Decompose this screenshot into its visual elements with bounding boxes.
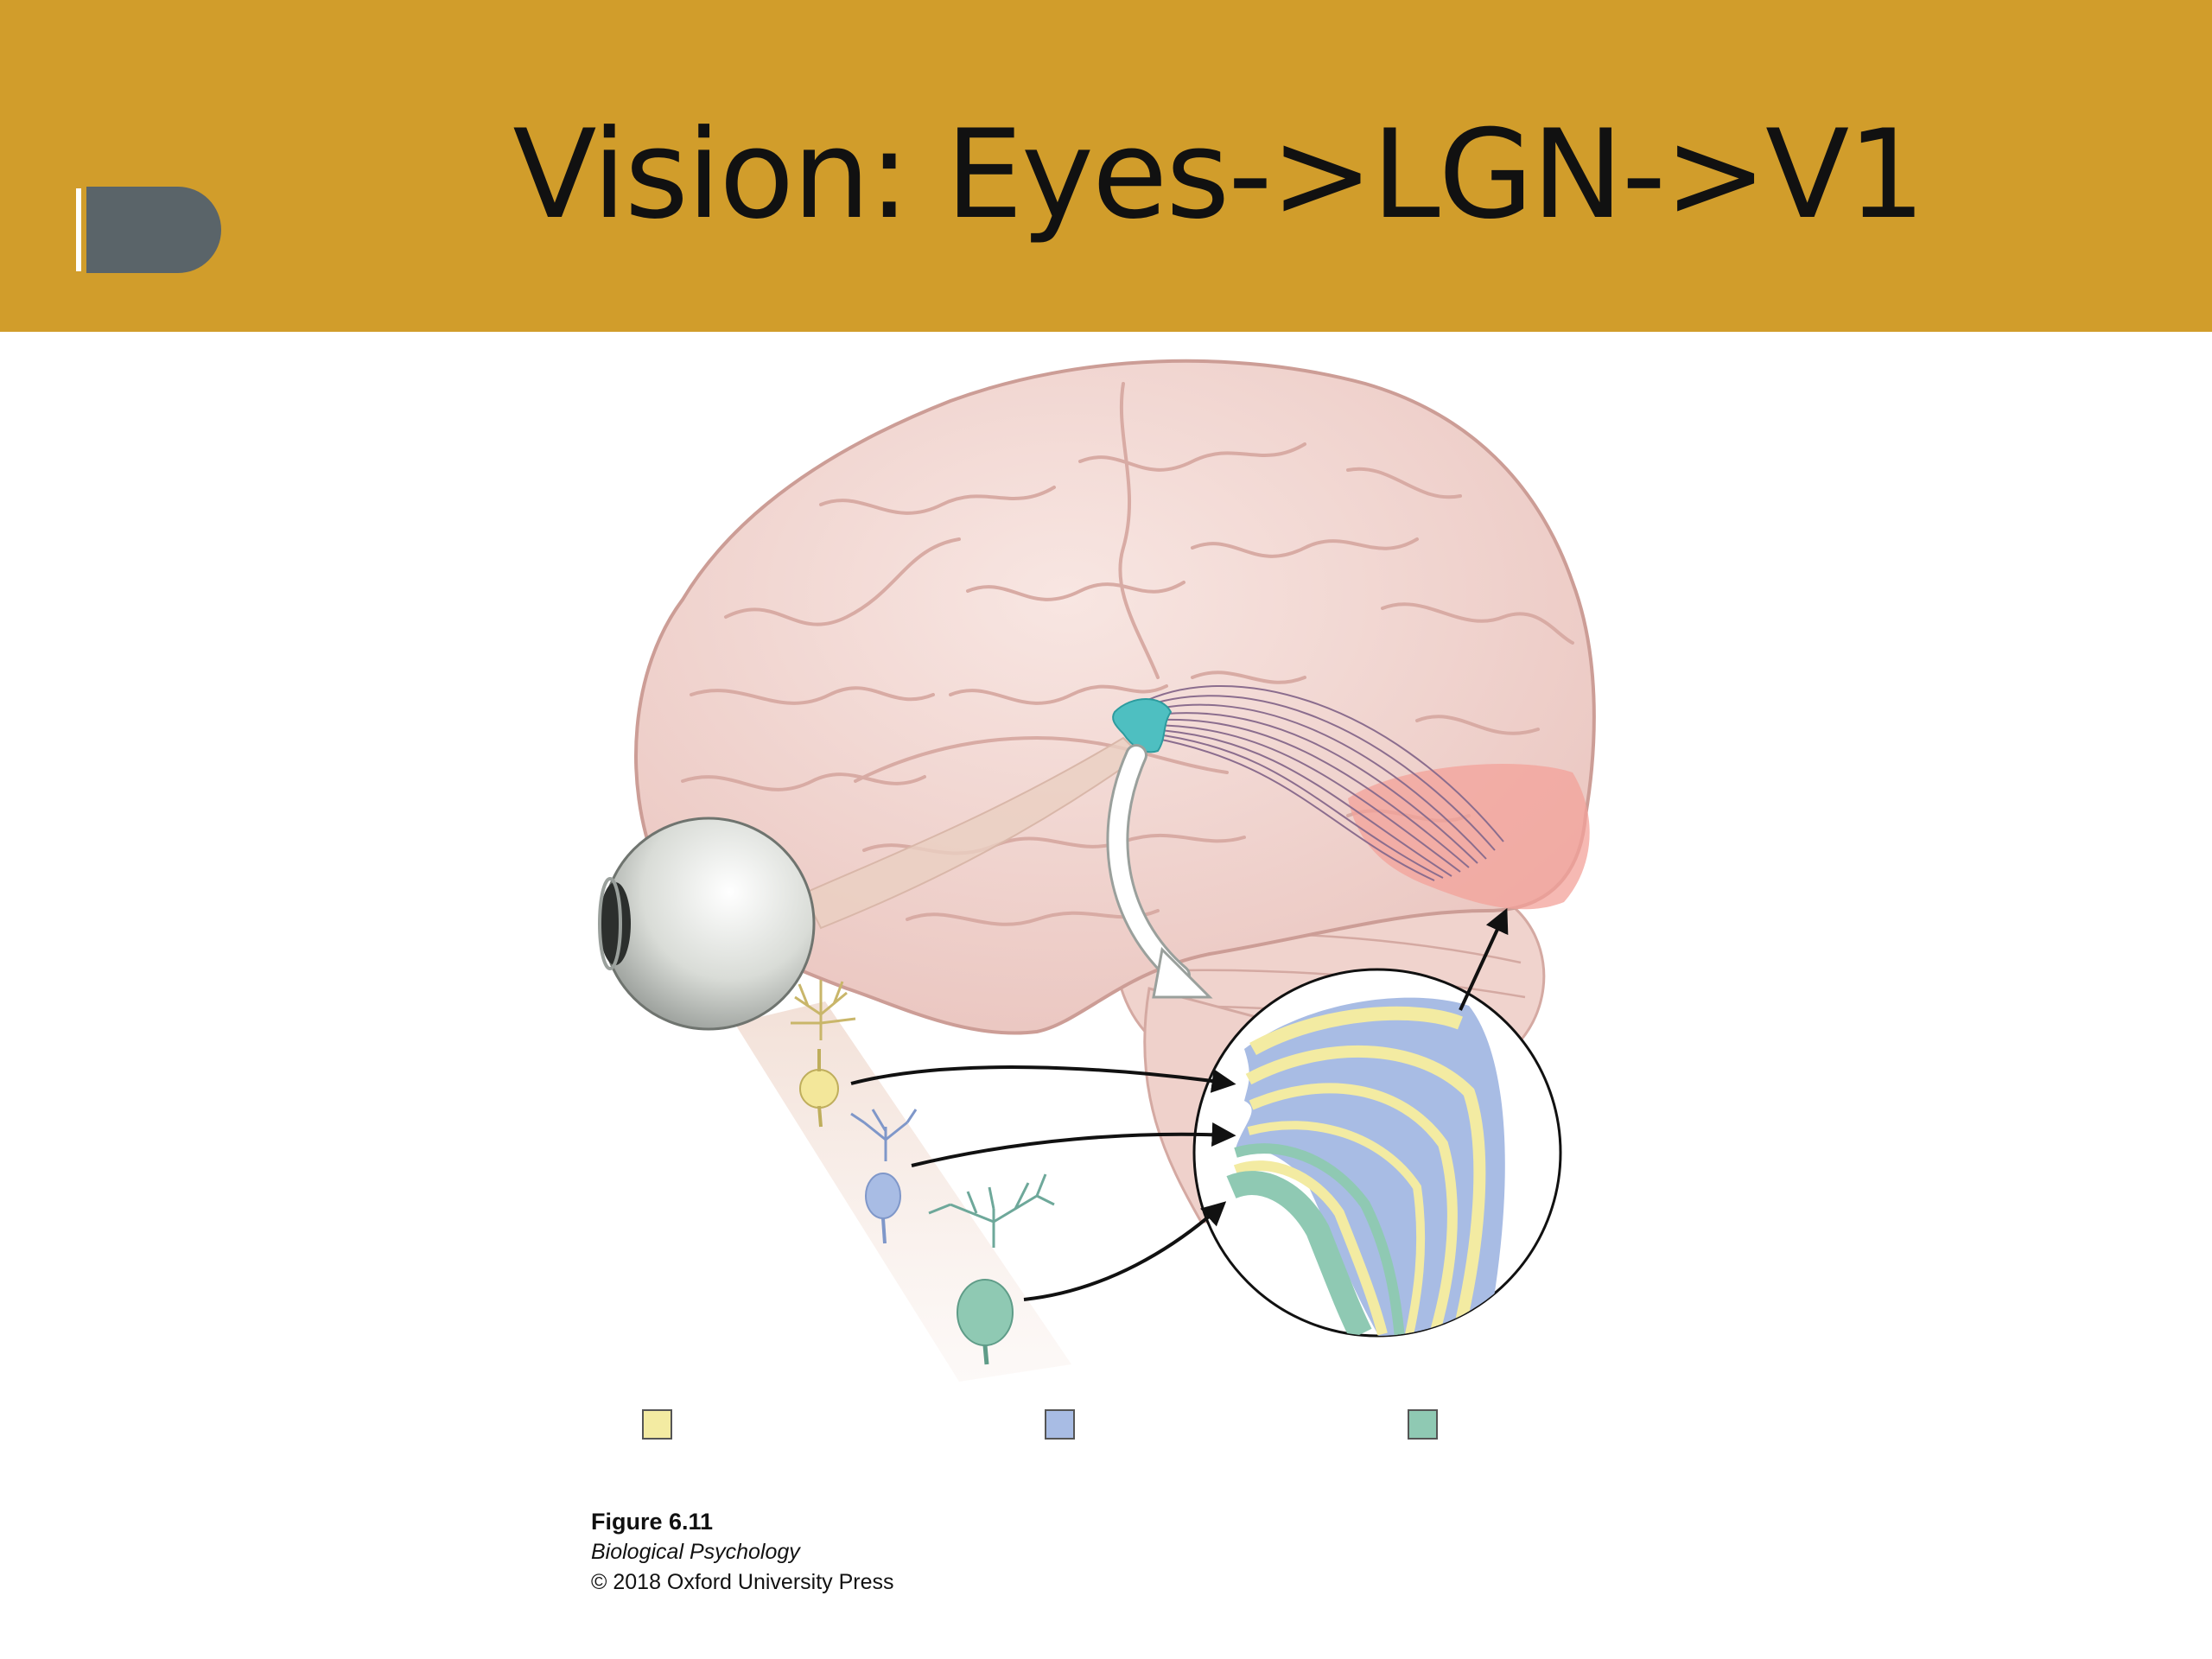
slide-title: Vision: Eyes->LGN->V1 [512, 104, 1925, 246]
figure-copyright: © 2018 Oxford University Press [591, 1570, 894, 1594]
legend-swatch-magno [1045, 1409, 1075, 1440]
visual-pathway-diagram [598, 359, 1596, 1440]
eyeball [598, 817, 816, 1031]
lgn-to-v1-arrow [1459, 907, 1509, 1011]
optic-radiation-fibers [1140, 684, 1504, 881]
lgn-structure [1112, 698, 1173, 753]
ganglion-cell-parvo [791, 980, 856, 1128]
ganglion-cell-magno [850, 1109, 918, 1244]
lgn-magnified-view [1192, 968, 1562, 1338]
zoom-arrow [1106, 744, 1213, 999]
legend-swatch-parvo [642, 1409, 672, 1440]
magno-axon-arrow [911, 1122, 1236, 1167]
retina-beam [734, 1001, 1071, 1382]
slide-header [0, 0, 2212, 332]
figure-source-book: Biological Psychology [591, 1540, 800, 1564]
ganglion-cell-konio [928, 1173, 1055, 1365]
slide-tab-marker [76, 187, 221, 273]
konio-axon-arrow [1023, 1201, 1227, 1301]
v1-region [1348, 764, 1590, 910]
figure-caption: Figure 6.11 Biological Psychology © 2018… [591, 1507, 894, 1598]
figure-number: Figure 6.11 [591, 1509, 714, 1535]
legend-swatch-konio [1408, 1409, 1438, 1440]
parvo-axon-arrow [850, 1065, 1236, 1093]
